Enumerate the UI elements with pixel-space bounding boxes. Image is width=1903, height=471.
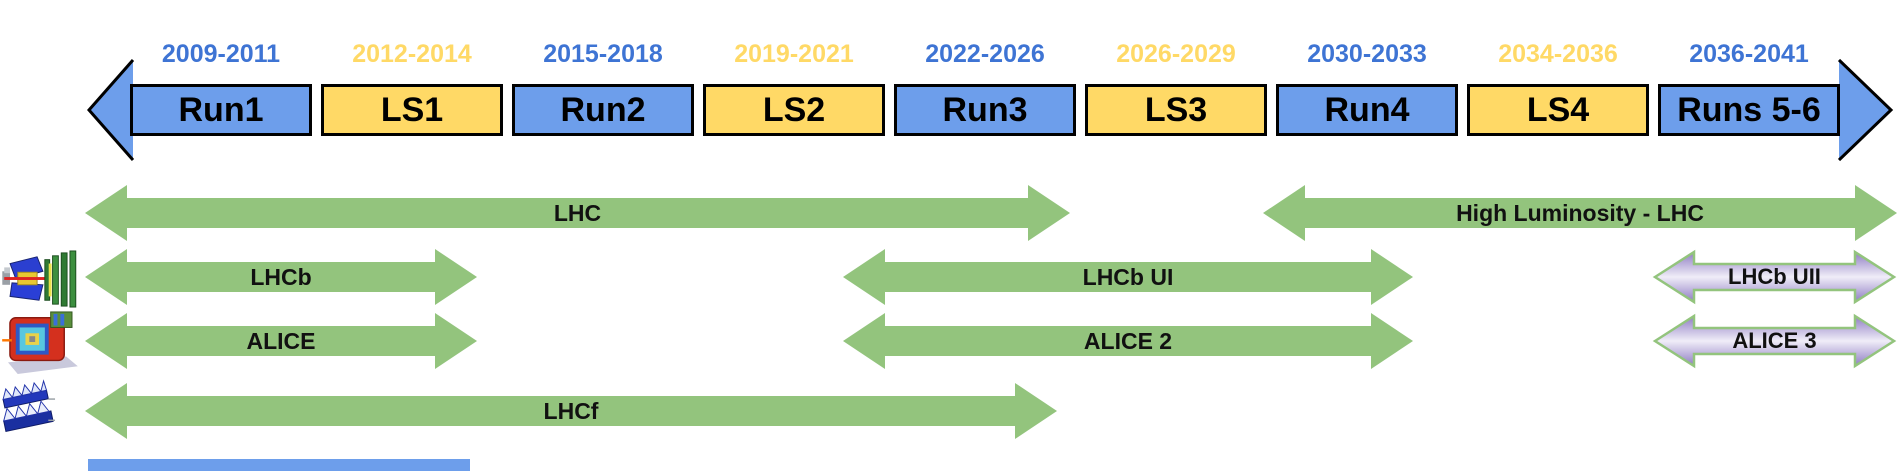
arrow-alice-label: ALICE — [246, 327, 316, 354]
dates-ls1: 2012-2014 — [352, 40, 472, 68]
left-arrowhead-icon — [85, 313, 127, 369]
arrow-lhcb-upgrade1: LHCb UI — [843, 249, 1413, 305]
arrow-hl-lhc: High Luminosity - LHC — [1263, 185, 1897, 241]
segment-runs5-6: Runs 5-6 — [1658, 84, 1840, 136]
arrow-lhcb-upgrade2-label: LHCb UII — [1728, 264, 1821, 289]
right-arrowhead-icon — [435, 249, 477, 305]
segment-run1: Run1 — [130, 84, 312, 136]
segment-run4: Run4 — [1276, 84, 1458, 136]
purple-double-arrow-icon — [1652, 313, 1897, 369]
left-arrowhead-icon — [843, 313, 885, 369]
arrow-hl-lhc-label: High Luminosity - LHC — [1456, 199, 1704, 226]
arrow-lhcb: LHCb — [85, 249, 477, 305]
arrow-lhcb-upgrade2: LHCb UII — [1652, 247, 1897, 307]
timeline-right-arrowhead-icon — [1838, 58, 1894, 162]
dates-ls3: 2026-2029 — [1116, 40, 1236, 68]
arrow-alice3: ALICE 3 — [1652, 311, 1897, 371]
timeline-segments-row: Run1 LS1 Run2 LS2 Run3 LS3 Run4 LS4 Runs… — [130, 84, 1840, 136]
left-arrowhead-icon — [85, 185, 127, 241]
left-arrowhead-icon — [843, 249, 885, 305]
arrow-lhcf: LHCf — [85, 383, 1057, 439]
left-arrowhead-icon — [85, 383, 127, 439]
purple-double-arrow-icon — [1652, 249, 1897, 305]
dates-run1: 2009-2011 — [161, 40, 281, 68]
dates-run2: 2015-2018 — [543, 40, 663, 68]
arrow-alice: ALICE — [85, 313, 477, 369]
arrow-lhcb-label: LHCb — [250, 263, 312, 290]
right-arrowhead-icon — [1855, 185, 1897, 241]
timeline-left-arrowhead-icon — [87, 59, 134, 161]
right-arrowhead-icon — [1028, 185, 1070, 241]
arrow-alice2: ALICE 2 — [843, 313, 1413, 369]
left-arrowhead-icon — [85, 249, 127, 305]
segment-ls1: LS1 — [321, 84, 503, 136]
cropped-bottom-blue-bar — [88, 459, 470, 471]
segment-run2: Run2 — [512, 84, 694, 136]
segment-ls4: LS4 — [1467, 84, 1649, 136]
dates-runs5-6: 2036-2041 — [1689, 40, 1809, 68]
lhcf-detector-image — [2, 379, 56, 432]
arrow-lhc: LHC — [85, 185, 1070, 241]
right-arrowhead-icon — [1015, 383, 1057, 439]
alice-detector-image — [2, 311, 78, 374]
arrow-alice3-label: ALICE 3 — [1732, 328, 1817, 353]
arrow-lhc-label: LHC — [553, 199, 602, 226]
arrow-alice2-label: ALICE 2 — [1083, 327, 1173, 354]
timeline-dates-row: 2009-2011 2012-2014 2015-2018 2019-2021 … — [130, 40, 1840, 68]
right-arrowhead-icon — [435, 313, 477, 369]
left-arrowhead-icon — [1263, 185, 1305, 241]
arrow-lhcb-upgrade1-label: LHCb UI — [1082, 263, 1174, 290]
right-arrowhead-icon — [1371, 249, 1413, 305]
dates-run4: 2030-2033 — [1307, 40, 1427, 68]
dates-ls4: 2034-2036 — [1498, 40, 1618, 68]
arrow-lhcf-label: LHCf — [543, 397, 599, 424]
dates-run3: 2022-2026 — [925, 40, 1045, 68]
segment-run3: Run3 — [894, 84, 1076, 136]
lhcb-detector-image — [2, 250, 77, 308]
dates-ls2: 2019-2021 — [734, 40, 854, 68]
segment-ls3: LS3 — [1085, 84, 1267, 136]
segment-ls2: LS2 — [703, 84, 885, 136]
right-arrowhead-icon — [1371, 313, 1413, 369]
